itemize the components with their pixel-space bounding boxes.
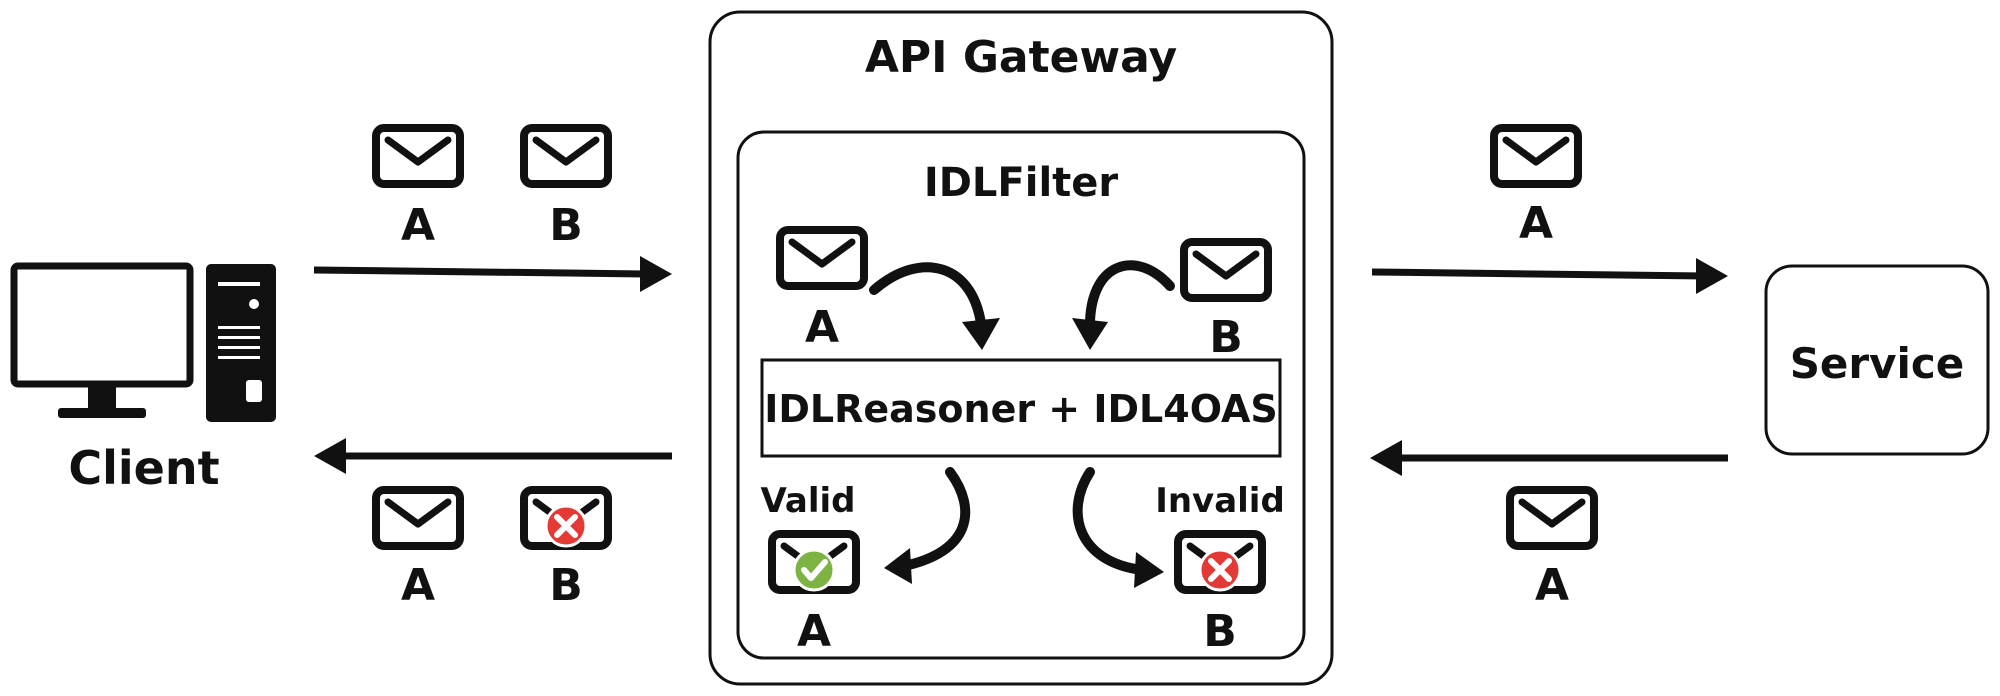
msg-label: A	[1519, 198, 1553, 249]
envelope-icon	[524, 128, 608, 184]
client-label: Client	[68, 441, 219, 495]
api-gateway-title: API Gateway	[865, 32, 1177, 83]
msg-label: A	[401, 560, 435, 611]
msg-label: B	[549, 560, 583, 611]
reasoner-box	[760, 358, 1282, 458]
msg-label: A	[401, 200, 435, 251]
envelope-icon	[376, 128, 460, 184]
msg-label: A	[1535, 560, 1569, 611]
desktop-computer-icon	[10, 262, 276, 422]
msg-label: A	[797, 606, 831, 657]
curved-arrow-reasoner-to-invalid	[1072, 467, 1164, 588]
msg-label: B	[549, 200, 583, 251]
envelope-icon	[780, 230, 864, 286]
msg-label: B	[1203, 606, 1237, 657]
msg-label: A	[805, 302, 839, 353]
envelope-icon	[1510, 490, 1594, 546]
service-box	[1764, 264, 1990, 456]
envelope-check-icon	[772, 534, 856, 590]
curved-arrow-reasoner-to-valid	[884, 467, 971, 584]
arrow-gateway-to-service	[1371, 258, 1728, 294]
msg-label: B	[1209, 312, 1243, 363]
valid-label: Valid	[760, 481, 855, 521]
envelope-icon	[1184, 242, 1268, 298]
curved-arrow-b-to-reasoner	[1072, 260, 1175, 350]
envelope-icon	[376, 490, 460, 546]
arrow-service-to-gateway	[1370, 440, 1728, 476]
arrow-gateway-to-client	[314, 438, 672, 474]
envelope-icon	[1494, 128, 1578, 184]
arrow-client-to-gateway	[313, 256, 672, 292]
idlfilter-title: IDLFilter	[924, 160, 1119, 206]
curved-arrow-a-to-reasoner	[869, 262, 1000, 350]
invalid-label: Invalid	[1155, 481, 1285, 521]
reasoner-label: IDLReasoner + IDL4OAS	[764, 387, 1278, 431]
service-label: Service	[1790, 339, 1965, 388]
envelope-x-icon	[524, 490, 608, 546]
envelope-x-icon	[1178, 534, 1262, 590]
